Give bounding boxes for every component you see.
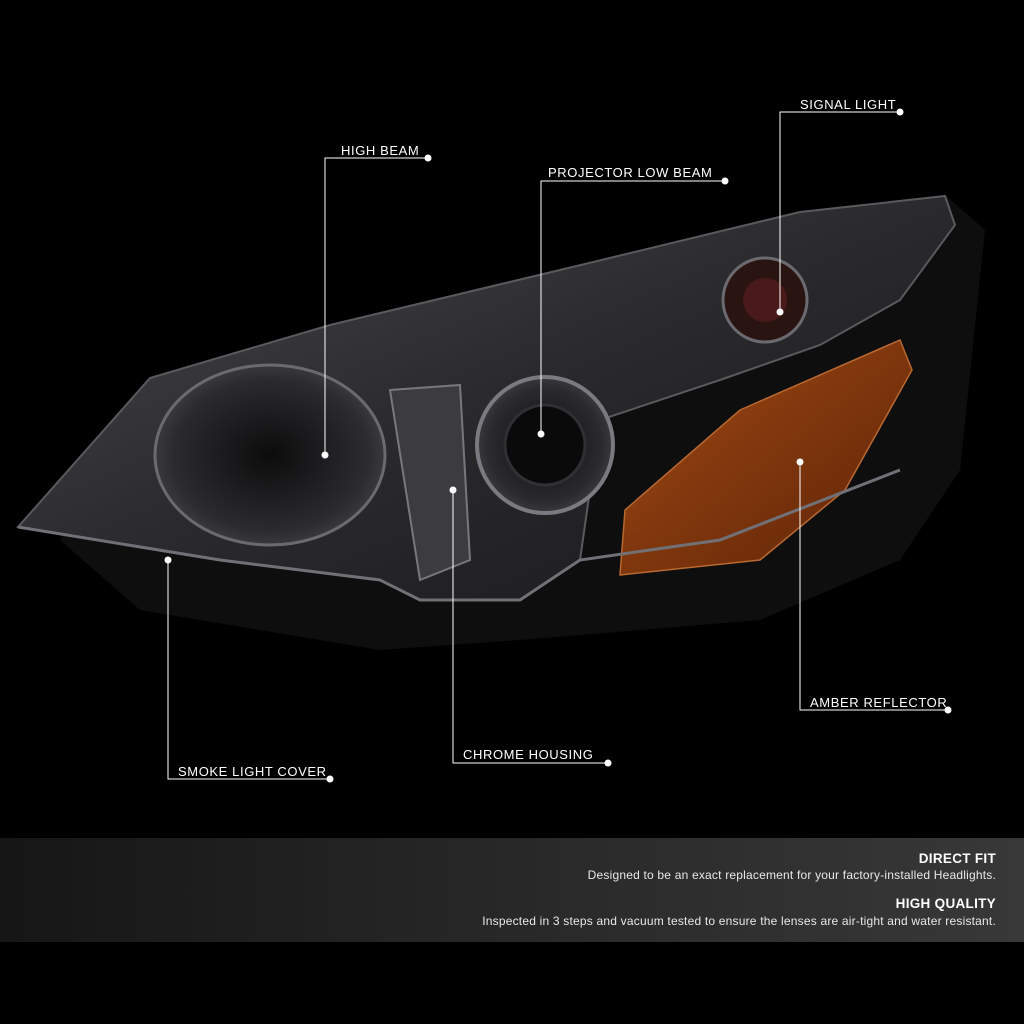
feature-title-direct-fit: DIRECT FIT	[918, 851, 996, 866]
callout-line-high-beam	[324, 157, 428, 455]
callout-line-chrome	[452, 490, 608, 764]
feature-panel: DIRECT FIT Designed to be an exact repla…	[0, 838, 1024, 942]
callout-amber-reflector: AMBER REFLECTOR	[810, 695, 948, 710]
callout-line-signal	[779, 111, 900, 312]
amber-reflector-shape	[619, 339, 913, 576]
callout-smoke-light-cover: SMOKE LIGHT COVER	[178, 764, 327, 779]
high-beam-bowl	[153, 363, 387, 547]
callout-high-beam: HIGH BEAM	[341, 143, 420, 158]
callout-line-projector	[540, 180, 725, 434]
feature-desc-direct-fit: Designed to be an exact replacement for …	[587, 868, 996, 882]
feature-desc-high-quality: Inspected in 3 steps and vacuum tested t…	[482, 914, 996, 928]
feature-title-high-quality: HIGH QUALITY	[895, 896, 996, 911]
callout-signal-light: SIGNAL LIGHT	[800, 97, 897, 112]
callout-projector-low-beam: PROJECTOR LOW BEAM	[548, 165, 713, 180]
chrome-strip	[388, 383, 472, 582]
callout-line-amber	[799, 462, 948, 711]
lower-trim	[17, 468, 901, 602]
callout-line-smoke	[167, 560, 330, 780]
callout-chrome-housing: CHROME HOUSING	[463, 747, 594, 762]
